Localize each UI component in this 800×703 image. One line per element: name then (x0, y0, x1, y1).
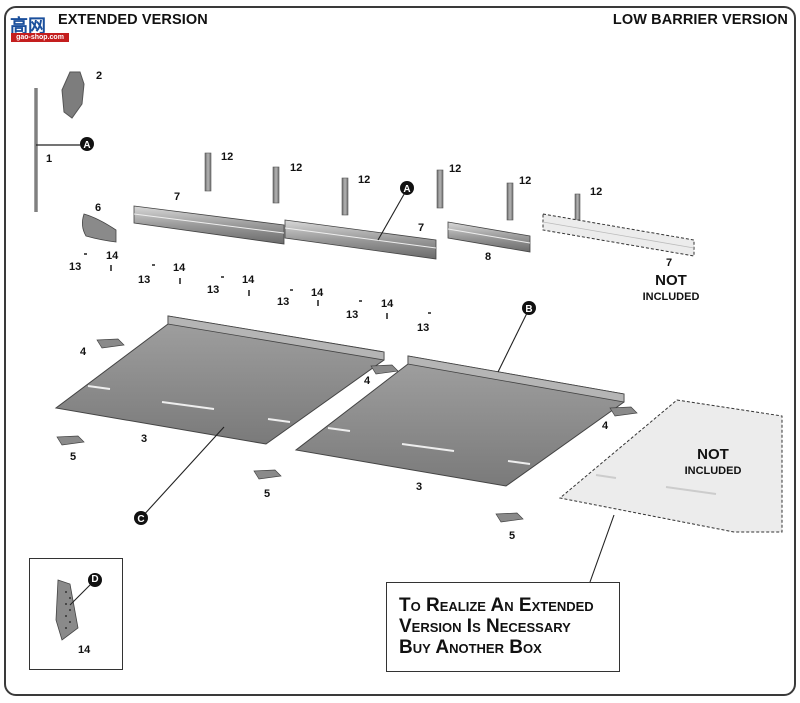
label-part-12: 12 (519, 175, 531, 187)
label-part-13: 13 (138, 274, 150, 286)
label-part-5: 5 (264, 488, 270, 500)
note-line-1: To Realize An Extended (399, 595, 594, 616)
part-7-rail-left (133, 205, 285, 245)
fasteners-13-14 (84, 253, 431, 319)
extended-version-title: EXTENDED VERSION (58, 12, 208, 28)
part-6-end-cap (82, 213, 117, 243)
label-part-7: 7 (174, 191, 180, 203)
label-part-12: 12 (449, 163, 461, 175)
label-part-8: 8 (485, 251, 491, 263)
clips-4-5 (56, 338, 638, 523)
part-1-rod (34, 88, 80, 212)
label-part-12: 12 (358, 174, 370, 186)
label-part-14: 14 (242, 274, 255, 286)
label-part-1: 1 (46, 153, 52, 165)
label-part-4: 4 (602, 420, 609, 432)
label-part-7: 7 (666, 257, 672, 269)
part-3-base-plate-left (54, 315, 385, 445)
note-line-3: Buy Another Box (399, 637, 542, 658)
callout-a-top: A (80, 137, 94, 151)
part-7-rail-middle (284, 219, 437, 260)
label-part-7: 7 (418, 222, 424, 234)
label-part-4: 4 (364, 375, 371, 387)
part-number-labels: 1 2 3 3 4 4 4 5 5 5 6 7 7 7 8 12 12 12 1… (46, 70, 672, 542)
label-part-5: 5 (70, 451, 76, 463)
callout-a-label: A (83, 140, 90, 151)
part-3-base-plate-not-included (558, 399, 783, 533)
callout-a-label: A (403, 184, 410, 195)
logo-chinese-text: 高网 (10, 16, 46, 37)
label-part-13: 13 (277, 296, 289, 308)
label-part-14: 14 (106, 250, 119, 262)
diagram-frame (4, 6, 796, 696)
label-part-14: 14 (311, 287, 324, 299)
callout-a-rail: A (400, 181, 414, 195)
note-line-2: Version Is Necessary (399, 616, 571, 637)
part-8-rail-short (447, 221, 531, 253)
not-included-rail-line1: NOT (655, 272, 687, 289)
callout-c-label: C (137, 514, 144, 525)
not-included-plate-label: NOT INCLUDED (685, 446, 742, 477)
callout-d-text: D (91, 574, 99, 585)
label-part-3: 3 (416, 481, 422, 493)
logo-sub-text: gao-shop.com (11, 33, 69, 42)
label-part-2: 2 (96, 70, 102, 82)
label-part-14: 14 (173, 262, 186, 274)
part-2-sign (61, 71, 85, 119)
note-box: To Realize An Extended Version Is Necess… (386, 582, 620, 672)
label-part-12: 12 (290, 162, 302, 174)
label-part-12: 12 (590, 186, 602, 198)
not-included-rail-label: NOT INCLUDED (643, 272, 700, 303)
low-barrier-version-title: LOW BARRIER VERSION (612, 12, 788, 28)
detail-box-part-14 (29, 558, 123, 670)
not-included-plate-line2: INCLUDED (685, 465, 742, 477)
label-part-13: 13 (207, 284, 219, 296)
callout-b: B (522, 301, 536, 315)
label-part-3: 3 (141, 433, 147, 445)
part-12-posts (204, 152, 581, 221)
part-7-rail-not-included (542, 213, 695, 257)
label-part-14: 14 (381, 298, 394, 310)
label-part-5: 5 (509, 530, 515, 542)
label-part-13: 13 (69, 261, 81, 273)
not-included-rail-line2: INCLUDED (643, 291, 700, 303)
label-part-13: 13 (417, 322, 429, 334)
not-included-plate-line1: NOT (697, 446, 729, 463)
watermark-logo: 高网 gao-shop.com (4, 6, 69, 42)
label-part-6: 6 (95, 202, 101, 214)
callout-c: C (134, 511, 148, 525)
label-part-12: 12 (221, 151, 233, 163)
part-3-base-plate-right (294, 355, 625, 487)
label-part-13: 13 (346, 309, 358, 321)
label-part-4: 4 (80, 346, 87, 358)
detail-part-14-number: 14 (78, 644, 91, 656)
callout-b-label: B (525, 304, 532, 315)
